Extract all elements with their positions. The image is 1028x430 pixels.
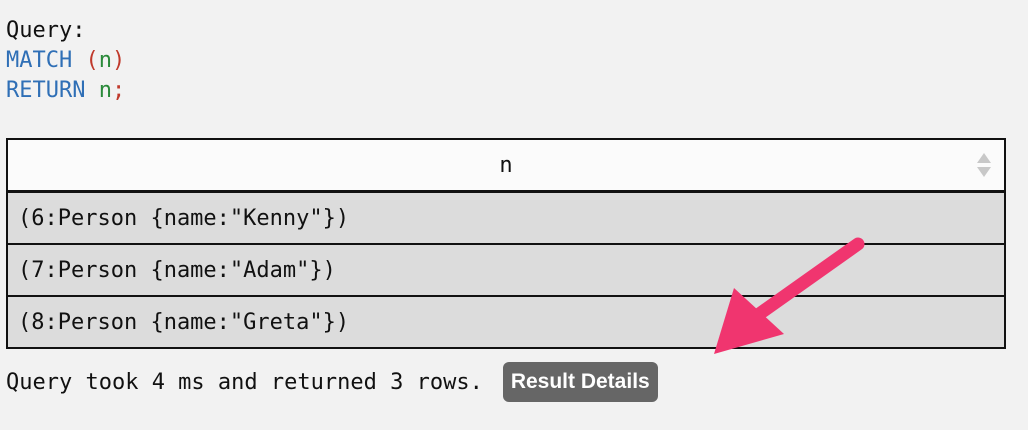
query-return-variable: n (98, 78, 112, 103)
query-paren-close: ) (111, 48, 126, 73)
query-keyword-match: MATCH (6, 48, 73, 73)
result-footer: Query took 4 ms and returned 3 rows. Res… (6, 362, 658, 402)
query-keyword-return: RETURN (6, 78, 86, 103)
query-semicolon: ; (111, 78, 126, 103)
query-line-2: RETURN n; (6, 76, 125, 106)
results-table: n (6:Person {name:"Kenny"}) (7:Person {n… (6, 138, 1006, 349)
query-variable: n (98, 48, 112, 73)
query-line-1: MATCH (n) (6, 46, 125, 76)
query-label: Query: (6, 18, 86, 43)
table-cell: (8:Person {name:"Greta"}) (18, 309, 350, 335)
column-header-n[interactable]: n (8, 140, 1004, 193)
sort-both-icon[interactable] (976, 152, 992, 178)
result-details-button[interactable]: Result Details (502, 362, 658, 402)
query-paren-open: ( (85, 48, 99, 73)
table-row: (8:Person {name:"Greta"}) (8, 295, 1004, 347)
table-cell: (7:Person {name:"Adam"}) (18, 257, 336, 283)
table-row: (6:Person {name:"Kenny"}) (8, 193, 1004, 243)
table-row: (7:Person {name:"Adam"}) (8, 243, 1004, 295)
table-cell: (6:Person {name:"Kenny"}) (18, 205, 350, 231)
column-header-label: n (499, 152, 513, 178)
query-summary: Query took 4 ms and returned 3 rows. (6, 369, 483, 395)
query-block: Query: MATCH (n) RETURN n; (6, 16, 125, 106)
